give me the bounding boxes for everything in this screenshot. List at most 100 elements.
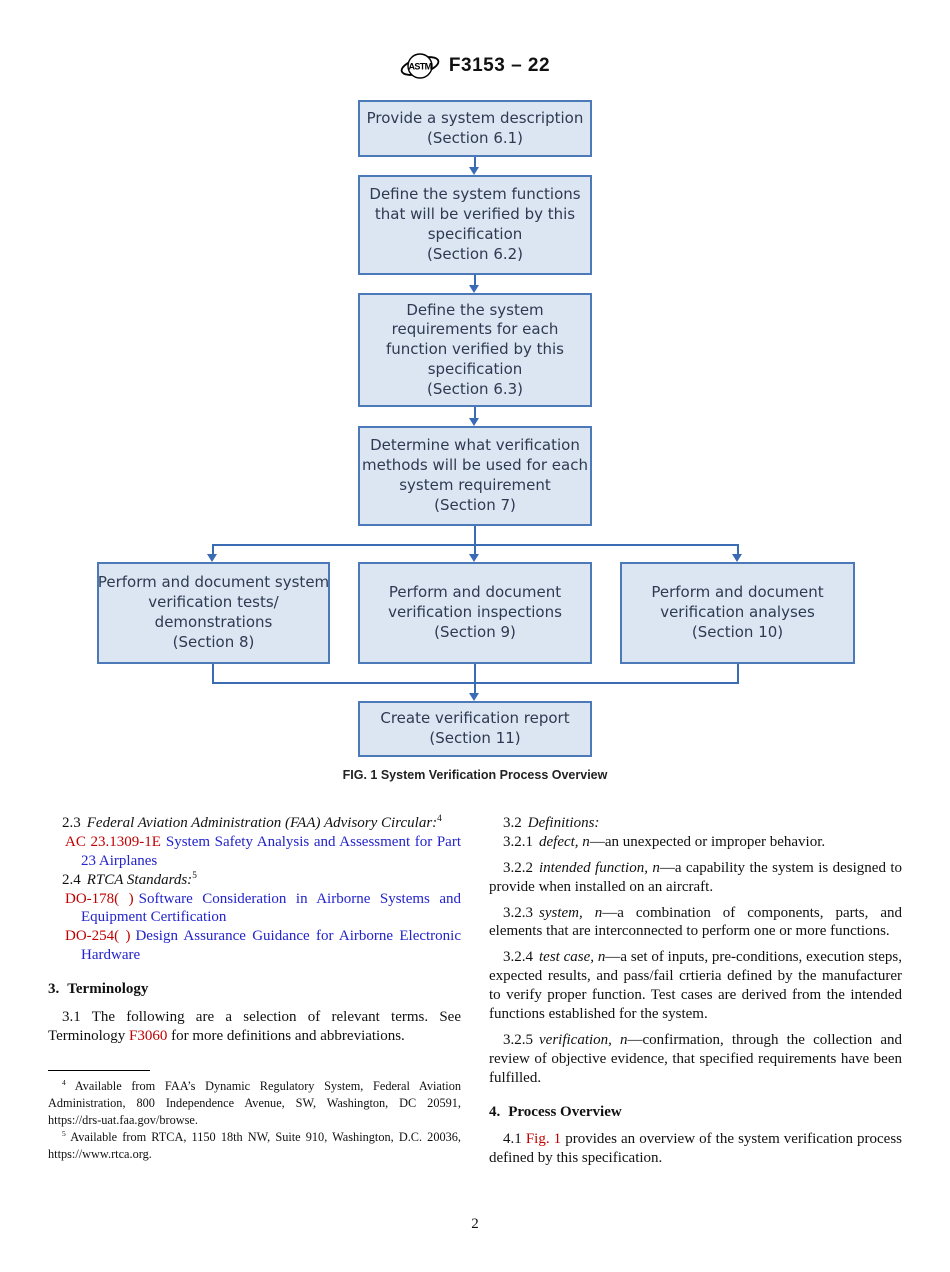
- paragraph-text: provides an overview of the system verif…: [489, 1131, 903, 1167]
- astm-logo-icon: ASTM: [400, 53, 440, 79]
- terminology-link[interactable]: F3060: [129, 1027, 168, 1044]
- definition-term: verification, n: [539, 1031, 628, 1048]
- connector-line: [474, 664, 476, 684]
- heading-title: Process Overview: [508, 1103, 622, 1120]
- section-number: 3.2: [503, 815, 522, 831]
- left-column: 2.3 Federal Aviation Administration (FAA)…: [48, 814, 461, 1168]
- document-header: ASTM F3153 – 22: [0, 50, 950, 82]
- definition-item: 3.2.3 system, n—a combination of componen…: [489, 904, 902, 942]
- footnote-4: 4 Available from FAA’s Dynamic Regulator…: [48, 1078, 461, 1129]
- heading-number: 3.: [48, 981, 60, 998]
- figure-link[interactable]: Fig. 1: [525, 1131, 562, 1148]
- section-title: RTCA Standards:: [86, 871, 193, 888]
- heading-number: 4.: [489, 1103, 501, 1120]
- definition-term: test case, n: [539, 949, 606, 966]
- figure-caption: FIG. 1 System Verification Process Overv…: [342, 768, 608, 782]
- connector-line: [212, 546, 214, 555]
- connector-line: [474, 526, 476, 546]
- reference-title-link[interactable]: Design Assurance Guidance for Airborne E…: [81, 928, 461, 964]
- section-heading-process-overview: 4. Process Overview: [489, 1103, 902, 1122]
- footnotes-block: 4 Available from FAA’s Dynamic Regulator…: [48, 1069, 461, 1163]
- section-title: Federal Aviation Administration (FAA) Ad…: [86, 815, 438, 831]
- footnote-rule: [48, 1069, 150, 1071]
- flowchart-box-provide-system-description: Provide a system description(Section 6.1…: [358, 100, 592, 157]
- paragraph-4-1: 4.1 Fig. 1 provides an overview of the s…: [489, 1130, 902, 1168]
- arrow-down-icon: [732, 554, 742, 562]
- footnote-ref: 4: [437, 814, 442, 824]
- definition-text: —a combination of components, parts, and…: [489, 904, 902, 940]
- definition-number: 3.2.1: [503, 833, 533, 850]
- flowchart-box-create-verification-report: Create verification report(Section 11): [358, 701, 592, 757]
- connector-line: [474, 157, 476, 168]
- definition-term: defect, n: [539, 833, 590, 850]
- definition-item: 3.2.2 intended function, n—a capability t…: [489, 859, 902, 897]
- connector-line: [474, 546, 476, 555]
- definition-number: 3.2.3: [503, 904, 533, 921]
- figure-1-flowchart: Provide a system description(Section 6.1…: [97, 100, 855, 782]
- definition-term: system, n: [539, 904, 603, 921]
- footnote-ref: 5: [192, 870, 197, 881]
- reference-title-link[interactable]: Software Consideration in Airborne Syste…: [81, 890, 461, 926]
- paragraph-text: 4.1: [503, 1131, 526, 1148]
- footnote-text: Available from RTCA, 1150 18th NW, Suite…: [48, 1129, 461, 1161]
- definition-text: —a capability the system is designed to …: [489, 859, 903, 895]
- connector-line: [212, 664, 214, 684]
- footnote-text: Available from FAA’s Dynamic Regulatory …: [48, 1078, 461, 1127]
- footnote-5: 5 Available from RTCA, 1150 18th NW, Sui…: [48, 1129, 461, 1163]
- connector-line: [474, 407, 476, 419]
- connector-line: [474, 684, 476, 694]
- definition-item: 3.2.5 verification, n—confirmation, throu…: [489, 1031, 902, 1088]
- standard-designation: F3153 – 22: [448, 55, 551, 76]
- definition-item: 3.2.1 defect, n—an unexpected or improper…: [489, 833, 902, 852]
- definition-number: 3.2.4: [503, 949, 533, 966]
- footnote-number: 5: [62, 1128, 66, 1138]
- section-number: 2.3: [62, 815, 81, 831]
- reference-entry: DO-254( )Design Assurance Guidance for A…: [48, 927, 461, 965]
- paragraph-text: 3.1 The following are a selection of rel…: [48, 1009, 461, 1044]
- definition-text: —confirmation, through the collection an…: [489, 1031, 902, 1086]
- definition-number: 3.2.2: [503, 859, 533, 876]
- definition-item: 3.2.4 test case, n—a set of inputs, pre-c…: [489, 948, 902, 1024]
- connector-line: [212, 544, 739, 546]
- definition-text: —an unexpected or improper behavior.: [589, 833, 826, 850]
- connector-line: [474, 275, 476, 286]
- paragraph-3-2: 3.2 Definitions:: [489, 814, 902, 833]
- body-columns: 2.3 Federal Aviation Administration (FAA)…: [48, 814, 902, 1168]
- arrow-down-icon: [469, 554, 479, 562]
- definition-term: intended function, n: [539, 859, 660, 876]
- reference-designation-link[interactable]: DO-254( ): [65, 928, 131, 945]
- svg-text:ASTM: ASTM: [408, 62, 431, 72]
- definition-text: —a set of inputs, pre-conditions, execut…: [489, 949, 902, 1023]
- paragraph-2-4: 2.4 RTCA Standards:5: [48, 871, 461, 890]
- page-number: 2: [471, 1216, 479, 1232]
- heading-title: Terminology: [67, 981, 149, 998]
- arrow-down-icon: [469, 167, 479, 175]
- paragraph-3-1: 3.1 The following are a selection of rel…: [48, 1008, 461, 1046]
- reference-entry: DO-178( )Software Consideration in Airbo…: [48, 890, 461, 928]
- paragraph-2-3: 2.3 Federal Aviation Administration (FAA)…: [48, 814, 461, 833]
- reference-designation-link[interactable]: DO-178( ): [65, 890, 134, 907]
- section-heading-terminology: 3. Terminology: [48, 980, 461, 999]
- connector-line: [737, 546, 739, 555]
- arrow-down-icon: [469, 285, 479, 293]
- reference-title-link[interactable]: System Safety Analysis and Assessment fo…: [81, 833, 461, 869]
- arrow-down-icon: [469, 693, 479, 701]
- connector-line: [212, 682, 739, 684]
- definition-number: 3.2.5: [503, 1031, 533, 1048]
- reference-designation-link[interactable]: AC 23.1309-1E: [65, 833, 161, 850]
- arrow-down-icon: [469, 418, 479, 426]
- section-title: Definitions:: [527, 815, 600, 831]
- section-number: 2.4: [62, 871, 81, 888]
- footnote-number: 4: [62, 1077, 66, 1087]
- right-column: 3.2 Definitions: 3.2.1 defect, n—an unexpe…: [489, 814, 902, 1168]
- connector-line: [737, 664, 739, 684]
- arrow-down-icon: [207, 554, 217, 562]
- paragraph-text: for more definitions and abbreviations.: [167, 1027, 405, 1044]
